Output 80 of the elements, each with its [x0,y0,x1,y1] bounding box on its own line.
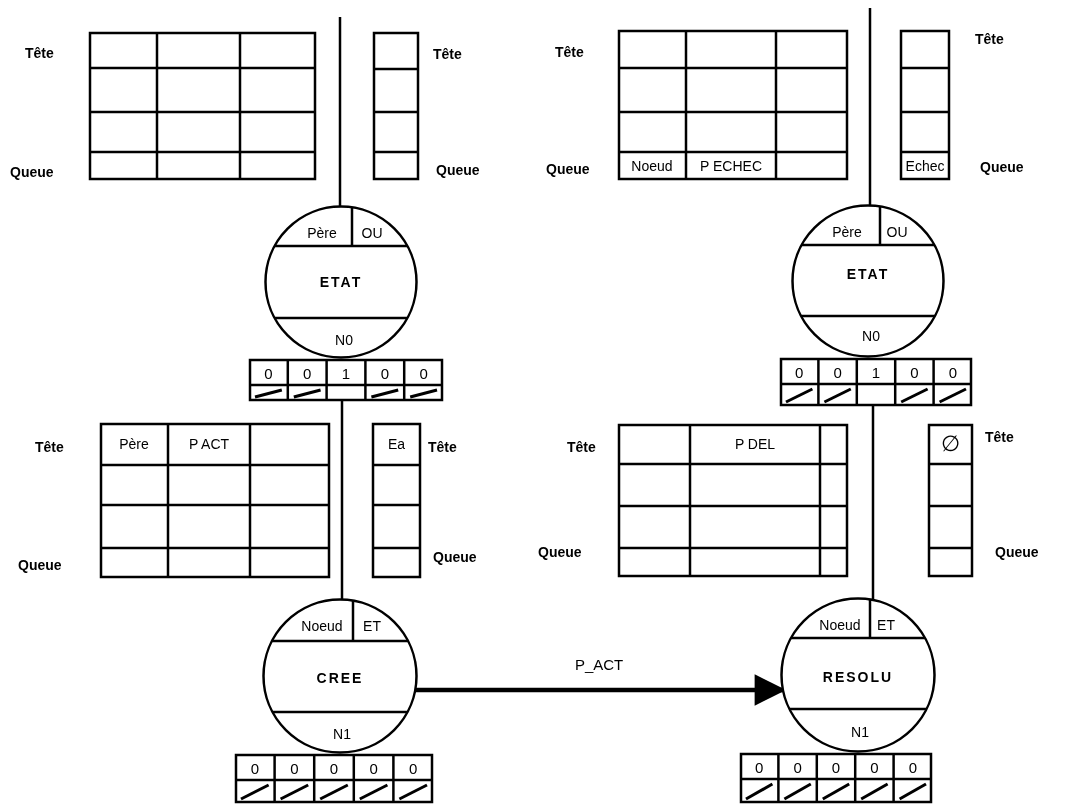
pointer-label: Tête [985,430,1014,444]
bit-value: 0 [910,364,919,380]
pointer-label: Queue [10,165,54,179]
bit-value: 0 [290,760,299,776]
bit-value: 0 [948,364,957,380]
field-text: ET [363,619,381,633]
bit-value: 0 [793,759,802,775]
field-text: OU [361,226,383,240]
field-text: Noeud [819,618,861,632]
cell-text: Père [119,437,149,451]
queue-table [373,32,419,180]
bit-value: 0 [831,759,841,775]
pointer-label: Tête [555,45,584,59]
pointer-label: Tête [975,32,1004,46]
cell-text: P ECHEC [700,159,762,173]
pointer-label: Queue [436,163,480,177]
node-circle [262,598,418,754]
cell-text: P DEL [734,437,776,451]
field-text: ET [877,618,895,632]
bit-value: 0 [833,364,842,380]
link-line [338,17,342,207]
bit-array [740,753,932,803]
pointer-label: Queue [980,160,1024,174]
bit-value: 0 [303,365,312,381]
bit-array [249,359,443,401]
pointer-label: Tête [35,440,64,454]
pointer-label: Queue [995,545,1039,559]
pointer-label: Tête [428,440,457,454]
node-id: N0 [335,333,353,347]
queue-table [89,32,316,180]
link-line [871,406,875,600]
field-text: Père [832,225,862,239]
node-circle [791,204,945,358]
cell-text: Echec [905,159,945,173]
cell-text: Ea [387,437,406,451]
node-id: N0 [862,329,880,343]
bit-value: 0 [250,760,259,776]
cell-text: Noeud [631,159,673,173]
queue-table [928,424,973,577]
queue-table [900,30,950,180]
link-line [868,8,872,206]
state-text: RESOLU [822,670,894,684]
node-circle [780,597,936,753]
bit-value: 0 [380,365,389,381]
bit-value: 1 [341,365,351,381]
bit-value: 0 [409,760,418,776]
pointer-label: Tête [567,440,596,454]
node-circle [264,205,418,359]
queue-table [618,30,848,180]
queue-table [372,423,421,578]
bit-value: 1 [871,364,881,380]
state-text: ETAT [319,275,363,289]
queue-table [100,423,330,578]
bit-value: 0 [264,365,273,381]
bit-value: 0 [419,365,428,381]
pointer-label: Queue [538,545,582,559]
bit-value: 0 [369,760,378,776]
pointer-label: Tête [25,46,54,60]
bit-array [235,754,433,803]
bit-value: 0 [329,760,339,776]
node-id: N1 [333,727,351,741]
field-text: OU [886,225,908,239]
field-text: Noeud [301,619,343,633]
cell-text: ∅ [941,433,960,455]
link-line [340,401,344,600]
bit-value: 0 [908,759,917,775]
state-text: ETAT [846,267,890,281]
bit-value: 0 [755,759,764,775]
node-id: N1 [851,725,869,739]
pointer-label: Queue [546,162,590,176]
pointer-label: Tête [433,47,462,61]
queue-table [618,424,848,577]
field-text: Père [307,226,337,240]
pointer-label: Queue [433,550,477,564]
bit-value: 0 [870,759,879,775]
cell-text: P ACT [188,437,230,451]
bit-value: 0 [795,364,804,380]
bit-array [780,358,972,406]
state-text: CREE [316,671,364,685]
pointer-label: Queue [18,558,62,572]
